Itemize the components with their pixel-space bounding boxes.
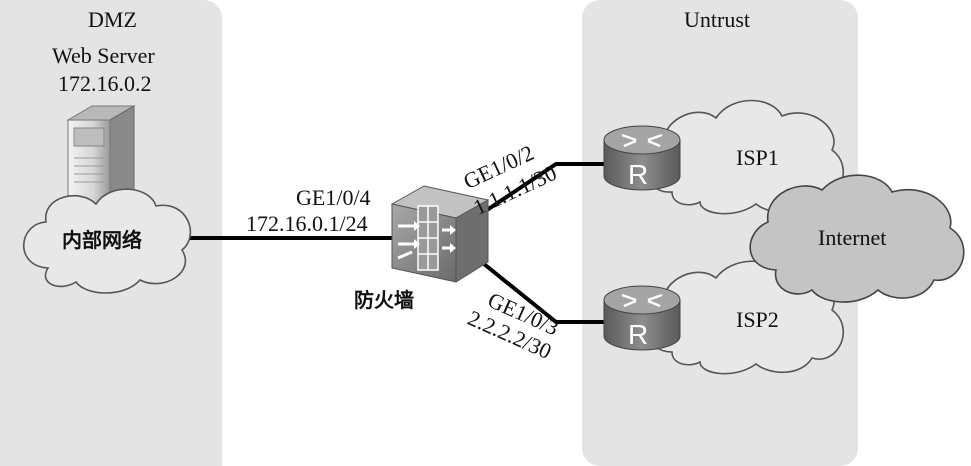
router-isp2-icon: [603, 285, 681, 351]
isp2-label: ISP2: [736, 307, 779, 332]
port-ge104-ip: 172.16.0.1/24: [246, 211, 368, 236]
link-firewall-isp1: [482, 162, 606, 214]
router-isp1-glyph: R: [628, 159, 649, 190]
untrust-zone-title: Untrust: [684, 7, 750, 32]
internet-label: Internet: [818, 225, 887, 250]
port-ge104-name: GE1/0/4: [296, 185, 371, 210]
router-isp2-glyph: R: [628, 319, 649, 350]
isp1-label: ISP1: [736, 145, 779, 170]
internal-network-label: 内部网络: [62, 228, 142, 252]
web-server-name: Web Server: [52, 43, 155, 68]
internet-cloud: [749, 174, 965, 303]
router-isp1-icon: [603, 125, 681, 191]
web-server-ip: 172.16.0.2: [58, 71, 152, 96]
firewall-label: 防火墙: [354, 288, 414, 312]
firewall-icon: [390, 185, 490, 283]
dmz-zone-title: DMZ: [88, 7, 137, 32]
link-firewall-isp2: [482, 262, 606, 324]
internal-network-cloud: [23, 188, 192, 294]
